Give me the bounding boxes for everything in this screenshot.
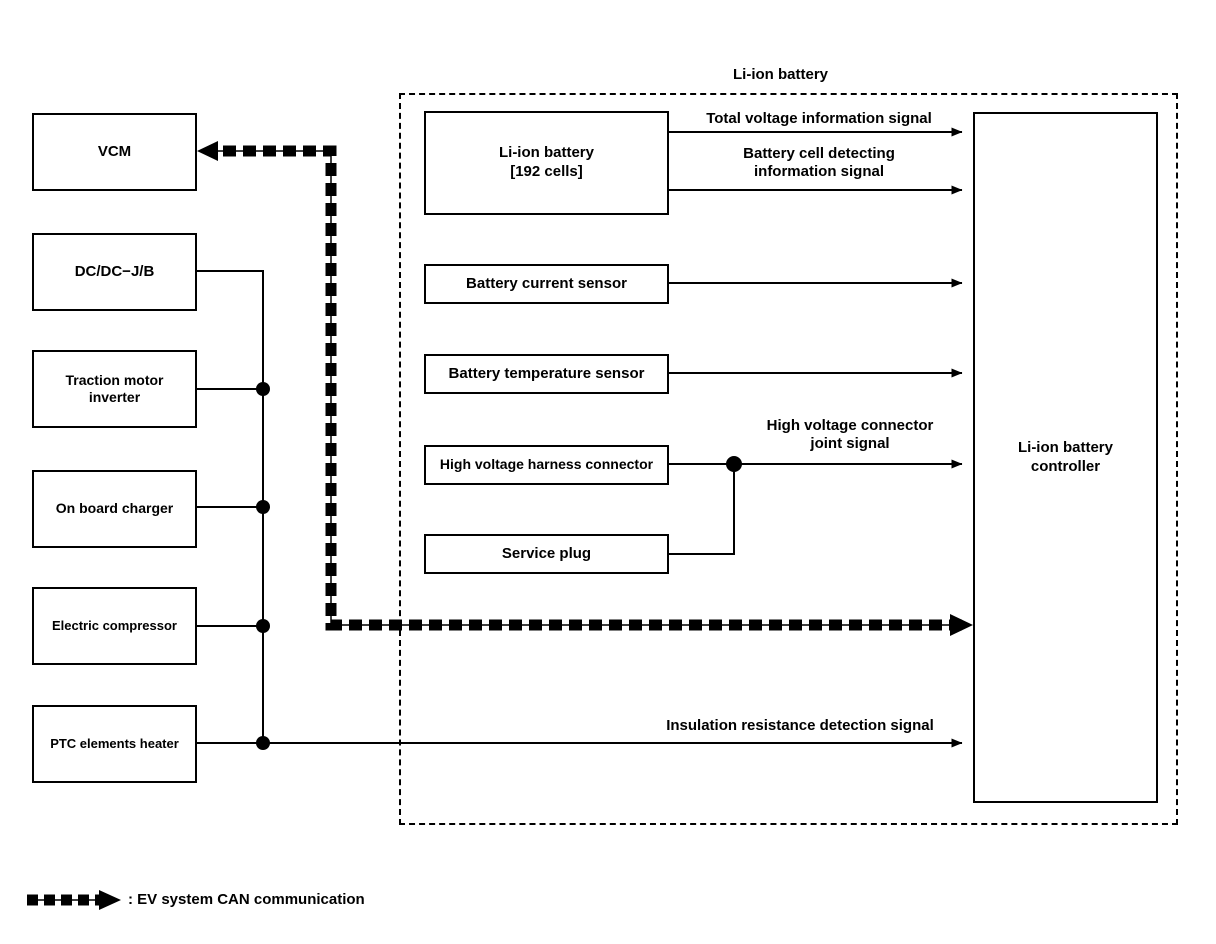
module-on-board-charger-label: On board charger [55, 500, 174, 517]
module-on-board-charger[interactable]: On board charger [32, 470, 197, 548]
legend-can-label: : EV system CAN communication [128, 891, 365, 908]
wire-left-module-bus [197, 270, 264, 743]
module-li-ion-battery-controller-label: Li-ion battery controller [1017, 438, 1113, 475]
signal-label-total-voltage-information-signal: Total voltage information signal [706, 110, 932, 127]
module-vcm[interactable]: VCM [32, 113, 197, 191]
li-ion-battery-region-title: Li-ion battery [733, 66, 829, 83]
module-electric-compressor-label: Electric compressor [51, 617, 177, 633]
module-battery-current-sensor[interactable]: Battery current sensor [424, 264, 669, 304]
junction-dot-electric-compressor [256, 619, 270, 633]
legend-can-arrow-icon [27, 890, 121, 910]
signal-label-insulation-resistance-detection-signal: Insulation resistance detection signal [666, 717, 934, 734]
module-battery-temperature-sensor[interactable]: Battery temperature sensor [424, 354, 669, 394]
module-dcdc-jb-label: DC/DC−J/B [74, 262, 155, 280]
module-vcm-label: VCM [97, 142, 132, 160]
module-li-ion-battery-controller[interactable]: Li-ion battery controller [973, 112, 1158, 803]
module-traction-motor-inverter[interactable]: Traction motor inverter [32, 350, 197, 428]
module-service-plug[interactable]: Service plug [424, 534, 669, 574]
junction-dot-ptc-elements-heater [256, 736, 270, 750]
module-high-voltage-harness-connector[interactable]: High voltage harness connector [424, 445, 669, 485]
module-ptc-elements-heater-label: PTC elements heater [50, 735, 179, 751]
module-battery-temperature-sensor-label: Battery temperature sensor [448, 364, 645, 382]
module-traction-motor-inverter-label: Traction motor inverter [65, 371, 164, 406]
module-li-ion-battery-label: Li-ion battery [192 cells] [498, 144, 594, 180]
signal-label-high-voltage-connector-joint-signal: High voltage connector joint signal [766, 417, 934, 452]
signal-label-battery-cell-detecting-information-signal: Battery cell detecting information signa… [743, 145, 895, 180]
module-li-ion-battery[interactable]: Li-ion battery [192 cells] [424, 111, 669, 215]
module-ptc-elements-heater[interactable]: PTC elements heater [32, 705, 197, 783]
module-service-plug-label: Service plug [501, 544, 592, 562]
module-battery-current-sensor-label: Battery current sensor [466, 274, 627, 292]
module-electric-compressor[interactable]: Electric compressor [32, 587, 197, 665]
junction-dot-traction-motor-inverter [256, 382, 270, 396]
junction-dot-on-board-charger [256, 500, 270, 514]
module-high-voltage-harness-connector-label: High voltage harness connector [439, 456, 654, 473]
module-dcdc-jb[interactable]: DC/DC−J/B [32, 233, 197, 311]
